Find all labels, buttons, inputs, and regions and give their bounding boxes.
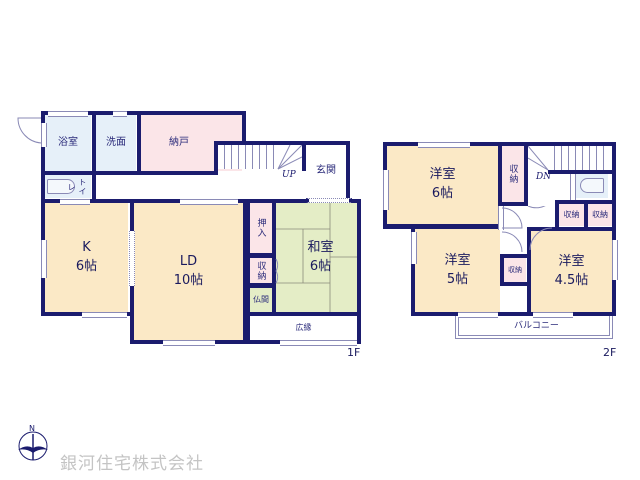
room-washroom: 洗面 [96,115,136,171]
sliding-door [129,231,135,286]
company-name: 銀河住宅株式会社 [60,454,204,474]
room-living-dining: LD 10帖 [134,203,243,340]
room-storage-1f: 収納 [250,258,272,283]
room-living-dining-name: LD [179,253,198,269]
room-kitchen-size: 6帖 [75,258,98,274]
room-storage-2f-1: 収納 [502,146,524,202]
room-western-6: 洋室 6帖 [387,146,498,224]
room-living-dining-size: 10帖 [173,272,204,288]
balcony-label: バルコニー [514,321,559,331]
room-storage-2f-4-label: 収納 [592,210,608,220]
compass: N [16,424,50,462]
room-storage-closet-label: 納戸 [169,137,189,148]
room-western-5-name: 洋室 [444,252,471,268]
room-storage-2f-4: 収納 [588,204,612,226]
room-western-6-size: 6帖 [431,186,454,201]
room-western-4-5: 洋室 4.5帖 [531,231,612,312]
room-veranda-label: 広縁 [295,323,312,333]
room-storage-2f-3-label: 収納 [563,210,580,220]
room-storage-2f-1-label: 収納 [507,164,518,184]
stairs-down-turn [528,146,549,171]
room-toilet-label: トイレ [67,178,87,196]
room-western-5: 洋室 5帖 [415,229,500,312]
room-storage-2f-2-label: 収納 [508,265,522,274]
room-western-4-5-size: 4.5帖 [554,272,589,288]
room-bath: 浴室 [45,115,91,171]
stairs-down [548,146,608,170]
door-swings-2f [501,206,553,253]
room-washitsu-size: 6帖 [309,258,332,274]
room-storage-2f-2: 収納 [504,258,526,282]
room-storage-1f-label: 収納 [255,260,266,281]
room-butsuma: 仏間 [250,288,272,312]
toilet-icon [47,179,75,194]
stairs-up-label: UP [282,170,296,180]
room-oshiire: 押入 [250,203,272,253]
toilet-icon [580,178,604,193]
tatami-lines [276,203,357,312]
room-western-4-5-name: 洋室 [558,253,585,269]
room-entrance: 玄関 [306,145,346,197]
room-bath-label: 浴室 [58,137,78,148]
room-toilet: トイレ [45,175,91,198]
room-butsuma-label: 仏間 [253,295,269,305]
room-toilet-2f [574,174,608,198]
floor-label-1f: 1F [347,346,361,359]
compass-north-label: N [29,424,35,433]
compass-icon [18,431,48,461]
stairs-down-label: DN [536,172,552,182]
room-washitsu: 和室 6帖 [276,203,357,312]
floor-label-2f: 2F [603,346,617,359]
room-entrance-label: 玄関 [316,165,336,176]
room-storage-2f-3: 収納 [559,204,584,226]
room-western-6-name: 洋室 [429,167,456,183]
room-veranda: 広縁 [250,316,357,340]
room-oshiire-label: 押入 [255,218,266,238]
stairs-turn-lines [277,145,302,170]
door-swing-storage [275,258,279,284]
room-washitsu-name: 和室 [307,239,334,255]
room-kitchen-name: K [82,239,91,255]
door-swing-bath [17,117,42,144]
room-washroom-label: 洗面 [106,137,126,148]
room-western-5-size: 5帖 [446,271,469,287]
balcony: バルコニー [455,315,613,339]
room-kitchen: K 6帖 [45,203,128,312]
